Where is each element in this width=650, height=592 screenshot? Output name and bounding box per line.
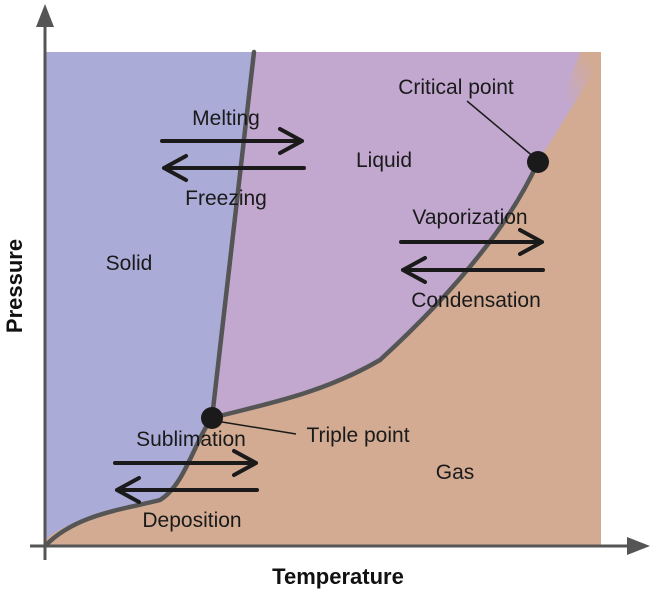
y-axis-title: Pressure xyxy=(2,239,27,333)
liquid-region-label: Liquid xyxy=(356,149,412,172)
sublimation-curve xyxy=(42,415,215,549)
gas-region-label: Gas xyxy=(436,461,475,484)
condensation-label: Condensation xyxy=(411,289,541,312)
condensation-arrow xyxy=(401,256,545,284)
vaporization-curve xyxy=(209,159,541,421)
critical-point-leader xyxy=(466,100,536,159)
melting-curve xyxy=(209,49,257,421)
triple-point-marker xyxy=(201,407,223,429)
vaporization-label: Vaporization xyxy=(412,206,527,229)
melting-arrow xyxy=(160,127,304,155)
critical-point-marker xyxy=(527,151,549,173)
sublimation-arrow xyxy=(113,449,258,477)
liquid-region xyxy=(212,52,601,418)
freezing-arrow xyxy=(162,154,306,182)
triple-point-leader xyxy=(215,420,297,435)
freezing-label: Freezing xyxy=(185,187,267,210)
deposition-label: Deposition xyxy=(142,509,241,532)
x-axis-arrowhead xyxy=(627,537,650,555)
triple-point-label: Triple point xyxy=(306,424,409,447)
solid-region-label: Solid xyxy=(106,252,153,275)
melting-label: Melting xyxy=(192,107,260,130)
critical-fade xyxy=(545,52,601,150)
critical-point-label: Critical point xyxy=(398,76,514,99)
vaporization-arrow xyxy=(399,228,544,256)
x-axis-title: Temperature xyxy=(272,564,404,589)
sublimation-label: Sublimation xyxy=(136,428,246,451)
y-axis-arrowhead xyxy=(36,4,54,27)
deposition-arrow xyxy=(115,476,259,504)
